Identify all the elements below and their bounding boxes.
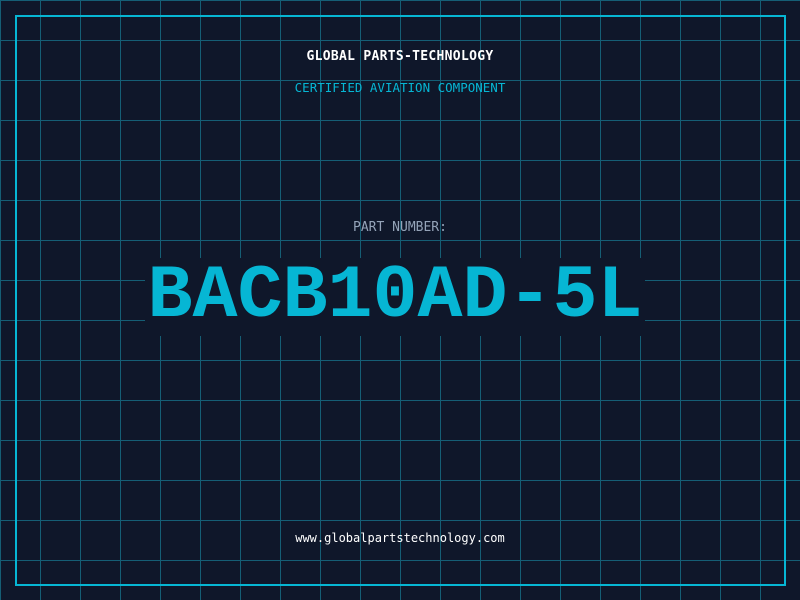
company-title: GLOBAL PARTS-TECHNOLOGY	[306, 49, 494, 64]
part-number: BACB10AD-5L	[145, 258, 645, 336]
website-url: www.globalpartstechnology.com	[295, 531, 505, 545]
part-number-label: PART NUMBER:	[353, 220, 447, 235]
certification-subtitle: CERTIFIED AVIATION COMPONENT	[294, 80, 506, 95]
border-frame	[15, 15, 786, 586]
